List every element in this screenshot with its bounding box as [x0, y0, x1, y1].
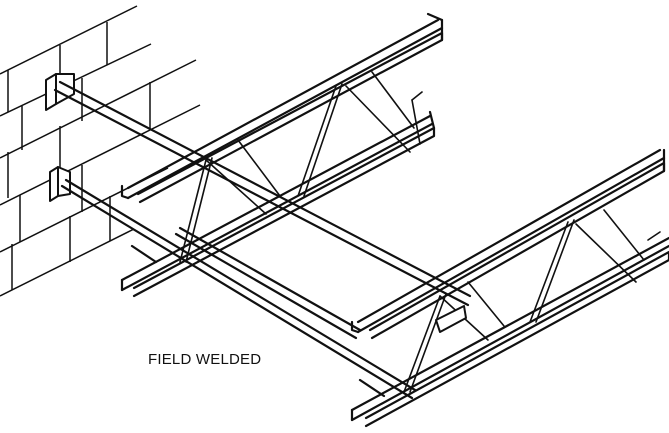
lower-wall-plate — [49, 166, 71, 202]
joist-one — [120, 12, 444, 298]
field-welded-callout: FIELD WELDED — [148, 351, 262, 368]
upper-horizontal-bridging — [53, 80, 472, 307]
lower-horizontal-bridging — [60, 178, 417, 400]
joist-two — [350, 148, 669, 428]
masonry-wall — [0, 5, 201, 297]
diagonal-bridging — [174, 226, 362, 340]
